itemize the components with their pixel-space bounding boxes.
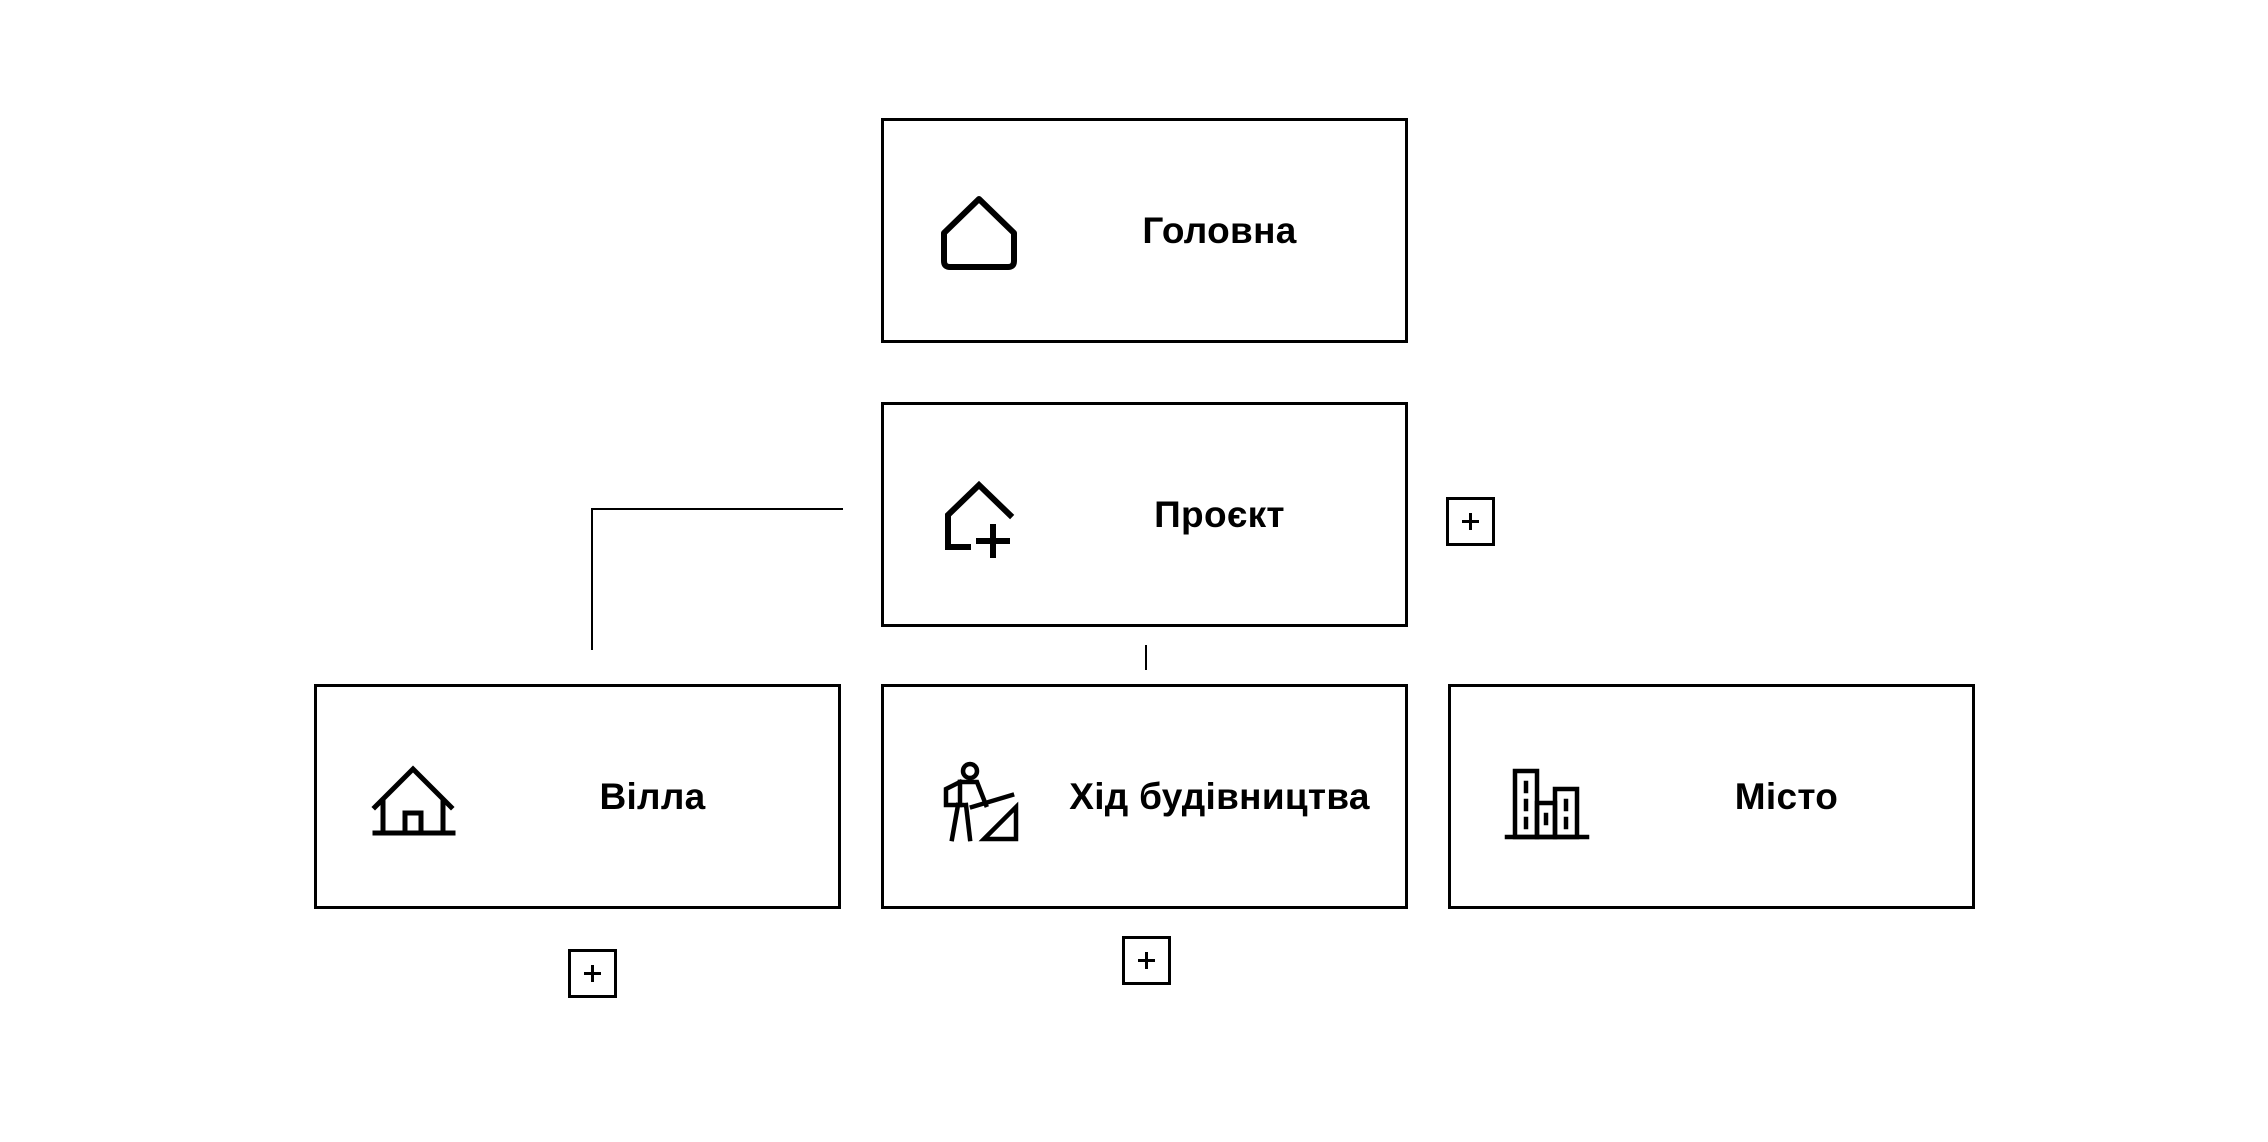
home-add-icon [934,475,1024,560]
connector-project-to-villa [591,508,843,650]
node-label: Проєкт [1154,493,1285,535]
node-villa[interactable]: Вілла [314,684,841,909]
city-buildings-icon [1501,757,1591,842]
construction-worker-icon [934,757,1024,842]
node-label: Хід будівництва [1069,775,1370,817]
node-project[interactable]: Проєкт [881,402,1408,627]
node-label: Головна [1142,209,1297,251]
plus-icon [1138,952,1155,969]
node-construction[interactable]: Хід будівництва [881,684,1408,909]
plus-icon [584,965,601,982]
villa-icon [367,757,457,842]
add-child-button-construction[interactable] [1122,936,1171,985]
add-child-button-project[interactable] [1446,497,1495,546]
node-home[interactable]: Головна [881,118,1408,343]
plus-icon [1462,513,1479,530]
add-child-button-villa[interactable] [568,949,617,998]
node-city[interactable]: Місто [1448,684,1975,909]
node-label: Місто [1734,775,1839,817]
home-icon [934,191,1024,276]
node-label: Вілла [599,775,706,817]
